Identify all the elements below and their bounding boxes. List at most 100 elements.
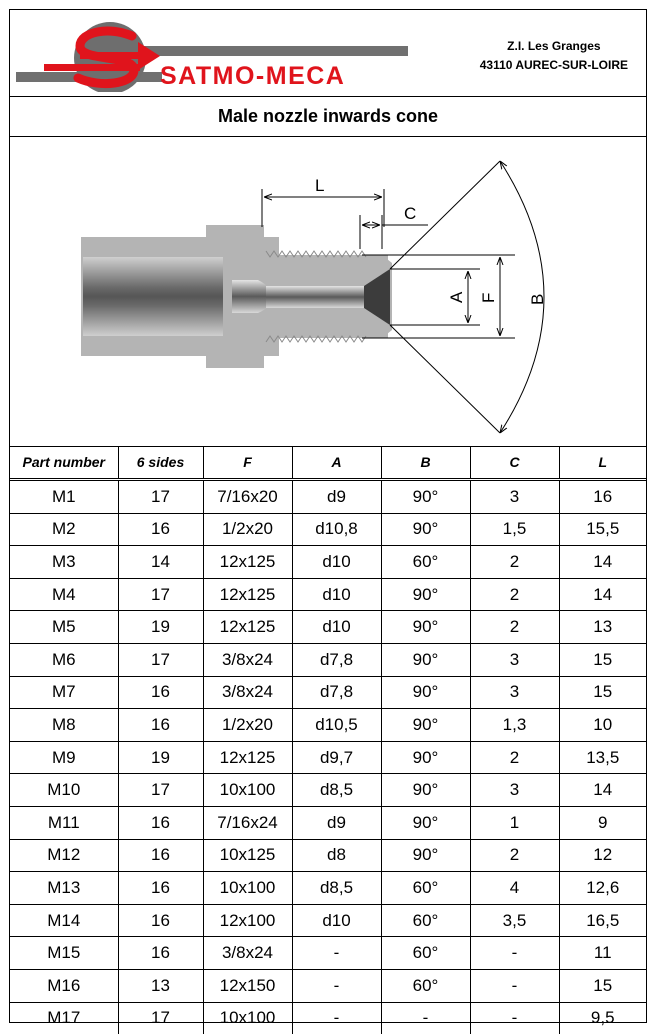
cell-a: d10: [292, 545, 382, 579]
cell-f: 3/8x24: [203, 936, 293, 970]
cell-6-sides: 17: [118, 1001, 204, 1034]
technical-drawing: L C A F B: [10, 137, 646, 447]
cell-a: -: [292, 936, 382, 970]
cell-l: 16: [559, 478, 646, 514]
cell-a: d9,7: [292, 740, 382, 774]
cell-part-number: M17: [10, 1001, 119, 1034]
cell-l: 12: [559, 838, 646, 872]
cell-6-sides: 16: [118, 708, 204, 742]
cell-b: 90°: [381, 512, 471, 546]
cell-c: 3: [470, 773, 560, 807]
cell-a: d9: [292, 805, 382, 840]
cell-f: 3/8x24: [203, 675, 293, 709]
cell-f: 1/2x20: [203, 512, 293, 546]
cell-l: 14: [559, 545, 646, 579]
satmo-meca-logo-icon: [16, 22, 408, 92]
dimension-label-f: F: [479, 293, 498, 303]
cell-l: 9: [559, 805, 646, 840]
cell-l: 13: [559, 610, 646, 644]
cell-c: 2: [470, 610, 560, 644]
cell-a: d10: [292, 903, 382, 937]
dimension-label-b: B: [528, 294, 547, 305]
cell-part-number: M16: [10, 968, 119, 1002]
cell-b: 60°: [381, 545, 471, 579]
cell-f: 12x150: [203, 968, 293, 1002]
cell-b: 90°: [381, 478, 471, 514]
cell-part-number: M10: [10, 773, 119, 807]
cell-c: 3: [470, 642, 560, 677]
cell-6-sides: 16: [118, 675, 204, 709]
cell-6-sides: 13: [118, 968, 204, 1002]
cell-c: 4: [470, 871, 560, 905]
cell-a: d7,8: [292, 642, 382, 677]
nozzle-body: [81, 225, 392, 368]
cell-f: 1/2x20: [203, 708, 293, 742]
cell-a: d9: [292, 478, 382, 514]
cell-a: d10,5: [292, 708, 382, 742]
cell-l: 15: [559, 642, 646, 677]
cell-6-sides: 16: [118, 805, 204, 840]
cell-l: 10: [559, 708, 646, 742]
cell-f: 12x125: [203, 740, 293, 774]
cell-b: 60°: [381, 871, 471, 905]
cell-c: -: [470, 1001, 560, 1034]
cell-part-number: M11: [10, 805, 119, 840]
cell-f: 3/8x24: [203, 642, 293, 677]
company-name: SATMO-MECA: [160, 62, 346, 90]
cell-a: d10: [292, 577, 382, 611]
cell-c: 2: [470, 545, 560, 579]
column-header-b: B: [381, 446, 471, 481]
cell-f: 7/16x24: [203, 805, 293, 840]
dimension-label-c: C: [404, 204, 416, 223]
cell-c: 2: [470, 740, 560, 774]
dimension-label-a: A: [447, 291, 466, 303]
cell-b: 60°: [381, 936, 471, 970]
cell-l: 15,5: [559, 512, 646, 546]
cell-f: 12x125: [203, 577, 293, 611]
cell-6-sides: 17: [118, 773, 204, 807]
cell-l: 12,6: [559, 871, 646, 905]
cell-b: 90°: [381, 642, 471, 677]
cell-a: -: [292, 968, 382, 1002]
cell-c: 3: [470, 478, 560, 514]
cell-b: 90°: [381, 610, 471, 644]
cell-6-sides: 14: [118, 545, 204, 579]
cell-b: 90°: [381, 675, 471, 709]
cell-l: 15: [559, 968, 646, 1002]
title-bar: Male nozzle inwards cone: [10, 96, 646, 137]
cell-b: -: [381, 1001, 471, 1034]
cell-c: 2: [470, 838, 560, 872]
cell-b: 90°: [381, 773, 471, 807]
column-header-c: C: [470, 446, 560, 481]
cell-l: 16,5: [559, 903, 646, 937]
header: SATMO-MECA Z.I. Les Granges 43110 AUREC-…: [10, 10, 646, 97]
cell-b: 90°: [381, 805, 471, 840]
cell-6-sides: 16: [118, 936, 204, 970]
cell-6-sides: 16: [118, 871, 204, 905]
column-header-6-sides: 6 sides: [118, 446, 204, 481]
cell-c: 1,3: [470, 708, 560, 742]
cell-part-number: M7: [10, 675, 119, 709]
cell-part-number: M2: [10, 512, 119, 546]
cell-a: d10,8: [292, 512, 382, 546]
cell-c: -: [470, 968, 560, 1002]
cell-b: 90°: [381, 740, 471, 774]
cell-c: 3,5: [470, 903, 560, 937]
column-header-l: L: [559, 446, 646, 481]
cell-f: 10x125: [203, 838, 293, 872]
cell-part-number: M5: [10, 610, 119, 644]
table-header-row: Part number 6 sides F A B C L: [10, 446, 646, 481]
cell-part-number: M6: [10, 642, 119, 677]
